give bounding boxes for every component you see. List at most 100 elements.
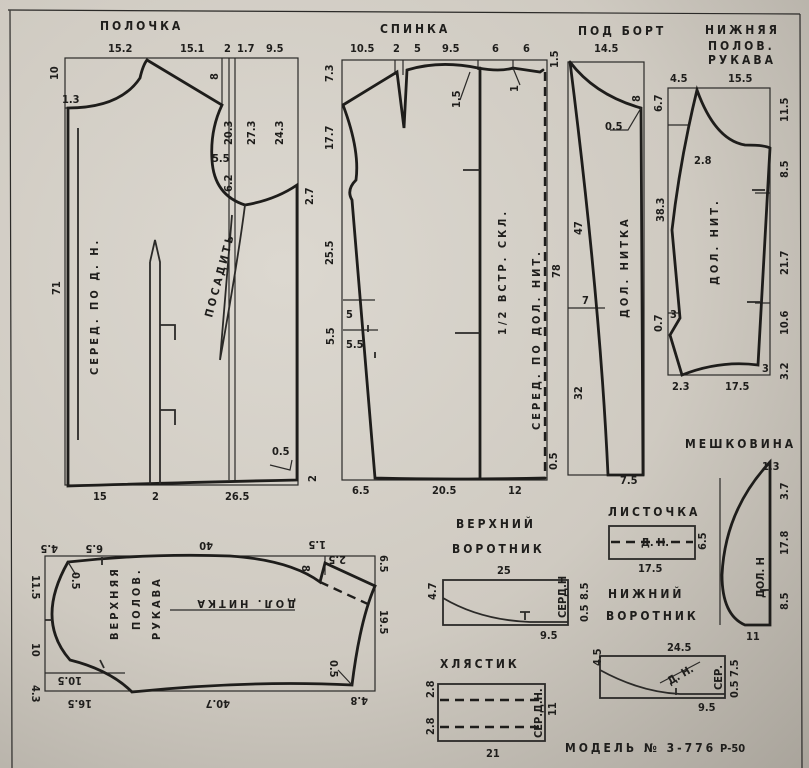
dimension-listochka: 6.5	[696, 532, 709, 550]
dimension-nizh-rukav: 3.2	[778, 362, 791, 380]
label-verkh-rukav-1: ВЕРХНЯЯ	[108, 566, 121, 640]
label-podbort-grain: ДОЛ. НИТКА	[618, 216, 631, 318]
label-verkh-rukav-3: РУКАВА	[150, 576, 163, 640]
dimension-nizh-vorotnik: 0.5	[728, 680, 741, 698]
label-nizh-vorotnik-grain: Д. Н.	[665, 662, 696, 687]
dimension-polochka: 1.3	[62, 93, 80, 106]
dimension-spinka: 78	[550, 264, 563, 278]
dimension-podbort: 32	[572, 386, 585, 400]
dimension-podbort: 0.5	[605, 120, 623, 133]
dimension-verkh-rukav: 40	[199, 539, 213, 552]
dimension-spinka: 5	[414, 42, 421, 55]
dimension-nizh-rukav: 0.7	[652, 314, 665, 332]
dimension-verkh-vorotnik: 4.7	[426, 582, 439, 600]
dimension-podbort: 7.5	[620, 474, 638, 487]
dimension-spinka: 1.5	[450, 90, 463, 108]
dimension-nizh-vorotnik: 7.5	[728, 659, 741, 677]
model-number: МОДЕЛЬ № 3-776	[565, 741, 716, 755]
piece-hlyastik	[437, 683, 546, 742]
dimension-polochka: 6.2	[222, 174, 235, 192]
dimension-polochka: 2	[152, 490, 159, 503]
dimension-verkh-rukav: 6.5	[85, 542, 103, 555]
dimension-meshkovina: 3.7	[778, 482, 791, 500]
dimension-nizh-vorotnik: 4.5	[591, 648, 604, 666]
dimension-spinka: 6	[492, 42, 499, 55]
dimension-nizh-rukav: 3	[762, 362, 769, 375]
dimension-polochka: 27.3	[245, 120, 258, 145]
dimension-nizh-rukav: 2.3	[672, 380, 690, 393]
dimension-spinka: 9.5	[442, 42, 460, 55]
dimension-podbort: 7	[582, 294, 589, 307]
dimension-spinka: 2	[393, 42, 400, 55]
dimension-polochka: 24.3	[273, 120, 286, 145]
label-nizh-rukav-grain: ДОЛ. НИТ.	[708, 198, 721, 285]
dimension-verkh-rukav: 19.5	[377, 610, 390, 635]
title-nizh-rukav-2: ПОЛОВ.	[708, 39, 775, 53]
dimension-polochka: 15	[93, 490, 107, 503]
dimension-nizh-rukav: 3	[670, 308, 677, 321]
dimension-meshkovina: 17.8	[778, 530, 791, 555]
dimension-hlyastik: 21	[486, 747, 500, 760]
label-verkh-rukav-2: ПОЛОВ.	[130, 567, 143, 630]
dimension-hlyastik: 11	[546, 702, 559, 716]
dimension-spinka: 5.5	[346, 338, 364, 351]
label-posadit: ПОСАДИТЬ	[202, 231, 237, 318]
dimension-spinka: 12	[508, 484, 522, 497]
dimension-nizh-rukav: 38.3	[654, 197, 667, 222]
dimension-verkh-rukav: 1.5	[308, 538, 326, 551]
dimension-verkh-rukav: 10.5	[57, 674, 82, 687]
dimension-polochka: 15.2	[108, 42, 133, 55]
dimension-nizh-rukav: 4.5	[670, 72, 688, 85]
dimension-polochka: 20.3	[222, 120, 235, 145]
dimension-nizh-rukav: 8.5	[778, 160, 791, 178]
dimension-polochka: 26.5	[225, 490, 250, 503]
dimension-polochka: 2.7	[303, 187, 316, 205]
dimension-meshkovina: 11	[746, 630, 760, 643]
dimension-spinka: 6	[523, 42, 530, 55]
dimension-nizh-vorotnik: 9.5	[698, 701, 716, 714]
title-verkh-vorotnik-2: ВОРОТНИК	[452, 542, 545, 556]
dimension-spinka: 1.5	[548, 50, 561, 68]
dimension-spinka: 10.5	[350, 42, 375, 55]
dimension-hlyastik: 2.8	[424, 717, 437, 735]
dimension-verkh-rukav: 0.5	[69, 572, 82, 590]
dimension-spinka: 25.5	[323, 240, 336, 265]
dimension-spinka: 17.7	[323, 125, 336, 150]
dimension-spinka: 7.3	[323, 64, 336, 82]
title-verkh-vorotnik-1: ВЕРХНИЙ	[456, 516, 536, 531]
label-verkh-rukav-grain: ДОЛ. НИТКА	[194, 597, 296, 610]
dimension-verkh-rukav: 10	[29, 643, 42, 657]
dimension-spinka: 0.5	[547, 452, 560, 470]
title-hlyastik: ХЛЯСТИК	[440, 657, 520, 671]
dimension-verkh-rukav: 4.8	[350, 694, 368, 707]
dimension-spinka: 6.5	[352, 484, 370, 497]
dimension-hlyastik: 2.8	[424, 680, 437, 698]
title-nizh-rukav-1: НИЖНЯЯ	[705, 23, 780, 37]
piece-nizhniy-vorotnik	[599, 655, 726, 699]
dimension-polochka: 1.7	[237, 42, 255, 55]
piece-meshkovina	[719, 458, 772, 627]
dimension-polochka: 2	[224, 42, 231, 55]
dimension-verkh-vorotnik: 25	[497, 564, 511, 577]
dimension-verkh-vorotnik: 8.5	[578, 582, 591, 600]
title-meshkovina: МЕШКОВИНА	[685, 437, 796, 451]
piece-verkhniy-vorotnik	[442, 579, 569, 626]
piece-podbort	[567, 60, 645, 477]
piece-spinka	[341, 59, 548, 481]
piece-verkhnyaya-rukava	[44, 553, 377, 694]
dimension-nizh-rukav: 11.5	[778, 97, 791, 122]
dimension-verkh-rukav: 40.7	[205, 697, 230, 710]
dimension-verkh-rukav: 0.5	[327, 660, 340, 678]
title-nizh-rukav-3: РУКАВА	[708, 53, 776, 67]
dimension-polochka: 2	[306, 475, 319, 482]
dimension-polochka: 5.5	[212, 152, 230, 165]
dimension-podbort: 47	[572, 221, 585, 235]
dimension-nizh-rukav: 21.7	[778, 250, 791, 275]
label-verkh-vorotnik-center: СЕРД.Н	[556, 576, 569, 618]
dimension-meshkovina: 8.5	[778, 592, 791, 610]
dimension-verkh-rukav: 11.5	[29, 575, 42, 600]
dimension-nizh-rukav: 17.5	[725, 380, 750, 393]
dimension-verkh-rukav: 2.5	[328, 553, 346, 566]
